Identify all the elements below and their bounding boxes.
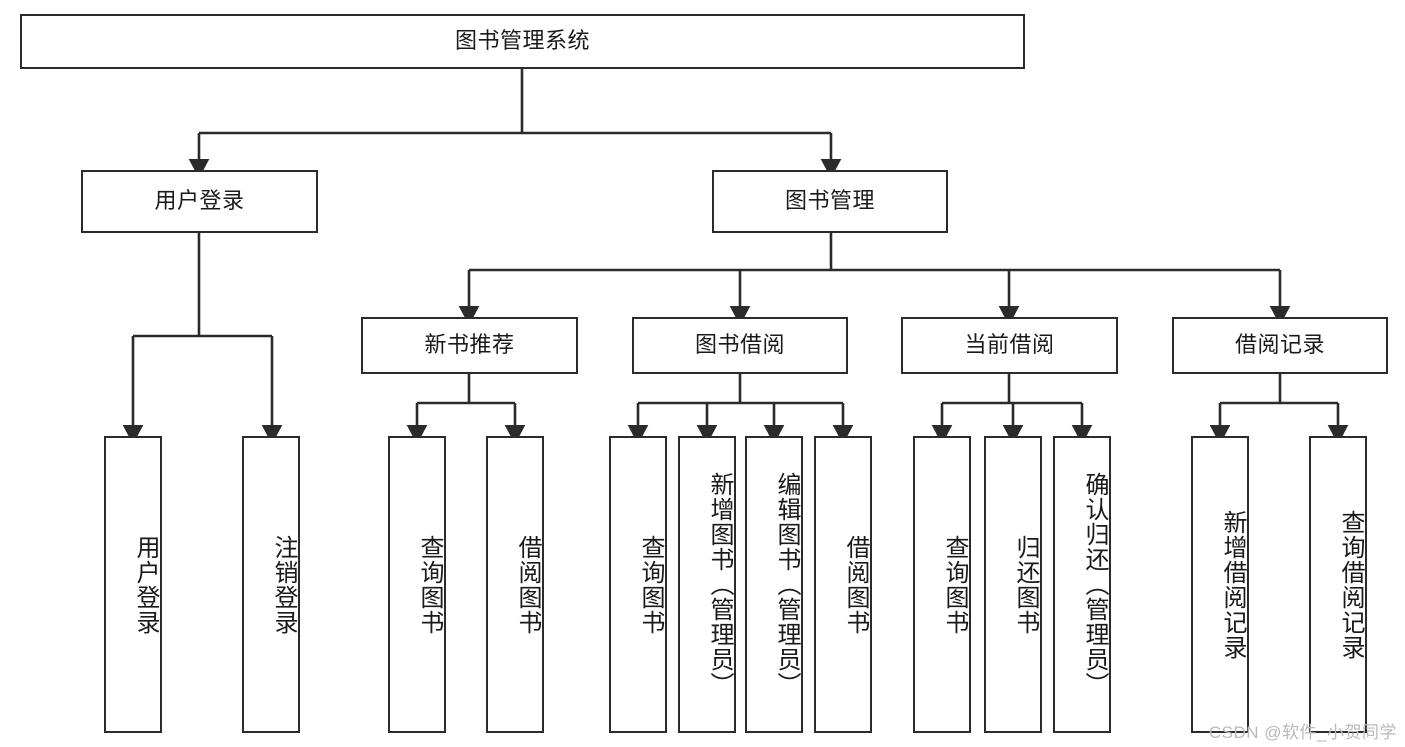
node-book-borrow[interactable]: 图书借阅: [632, 317, 848, 374]
node-leaf-confirm-return[interactable]: 确认归还（管理员）: [1053, 436, 1111, 733]
node-leaf-user-login[interactable]: 用户登录: [104, 436, 162, 733]
node-user-login[interactable]: 用户登录: [81, 170, 318, 233]
node-leaf-query-book-recommend[interactable]: 查询图书: [388, 436, 446, 733]
node-leaf-add-book[interactable]: 新增图书（管理员）: [678, 436, 736, 733]
node-new-book-recommend[interactable]: 新书推荐: [361, 317, 578, 374]
node-borrow-record[interactable]: 借阅记录: [1172, 317, 1388, 374]
node-leaf-user-logout[interactable]: 注销登录: [242, 436, 300, 733]
node-leaf-borrow-book[interactable]: 借阅图书: [814, 436, 872, 733]
csdn-watermark: CSDN @软件_小贺同学: [1208, 723, 1397, 742]
node-leaf-query-book-borrow[interactable]: 查询图书: [609, 436, 667, 733]
node-leaf-add-borrow-record[interactable]: 新增借阅记录: [1191, 436, 1249, 733]
node-leaf-edit-book[interactable]: 编辑图书（管理员）: [745, 436, 803, 733]
node-root[interactable]: 图书管理系统: [20, 14, 1025, 69]
node-book-management[interactable]: 图书管理: [712, 170, 948, 233]
node-leaf-query-book-current[interactable]: 查询图书: [913, 436, 971, 733]
node-current-borrow[interactable]: 当前借阅: [901, 317, 1118, 374]
node-leaf-borrow-book-recommend[interactable]: 借阅图书: [486, 436, 544, 733]
node-leaf-return-book[interactable]: 归还图书: [984, 436, 1042, 733]
node-leaf-query-borrow-record[interactable]: 查询借阅记录: [1309, 436, 1367, 733]
